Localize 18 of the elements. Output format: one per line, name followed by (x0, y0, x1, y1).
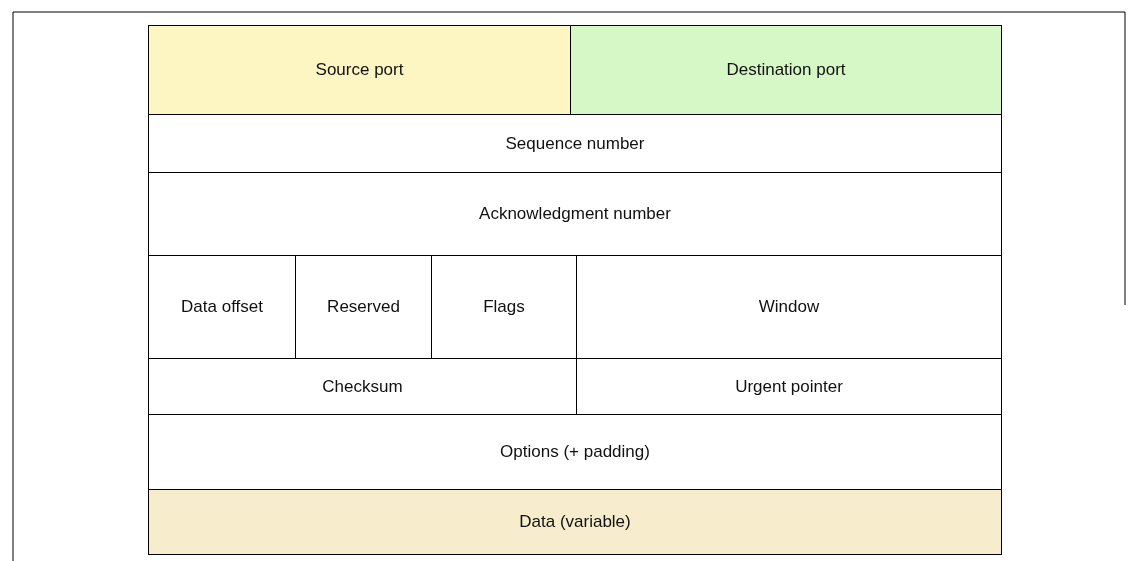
header-field (148, 414, 1002, 490)
field-name: Data offset (181, 297, 263, 317)
header-field (148, 114, 1002, 173)
field-name: Checksum (322, 376, 403, 397)
field-name: Urgent pointer (735, 376, 843, 397)
header-field (570, 25, 1002, 115)
field-name: Source port (315, 60, 404, 80)
header-field (148, 489, 1002, 555)
header-field (148, 25, 571, 115)
field-name: Data (variable) (519, 512, 631, 532)
header-field (148, 172, 1002, 256)
field-name: Destination port (726, 60, 846, 80)
field-name: Options (+ padding) (500, 442, 650, 462)
field-name: Acknowledgment number (479, 204, 671, 224)
field-name: Flags (483, 297, 525, 317)
field-name: Reserved (327, 297, 400, 317)
field-name: Window (758, 297, 820, 317)
field-name: Sequence number (505, 133, 645, 154)
